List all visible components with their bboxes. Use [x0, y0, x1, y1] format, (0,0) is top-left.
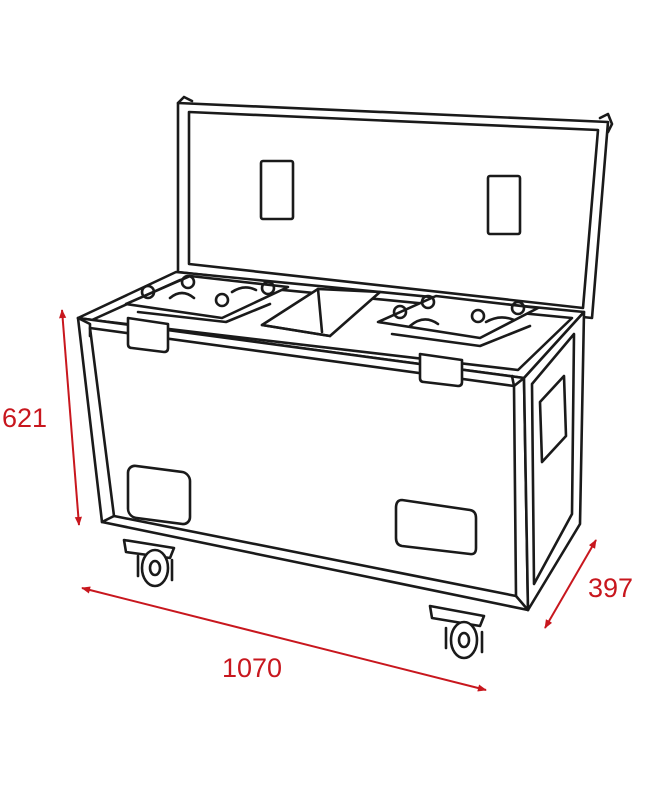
lid-foam-cutout-left [259, 159, 295, 221]
depth-dimension-label: 397 [588, 573, 634, 603]
latch-left [126, 316, 170, 354]
latch-right [418, 352, 464, 388]
clamp-left [124, 274, 290, 324]
depth-dimension-arrow [544, 539, 597, 629]
caster-wheel-left [122, 538, 176, 588]
front-handle-recess-left [126, 464, 192, 526]
front-handle-recess-right [394, 498, 478, 556]
case-lid [176, 95, 614, 320]
height-dimension-label: 621 [2, 403, 48, 433]
clamp-right [376, 294, 540, 348]
side-handle [538, 374, 568, 464]
width-dimension-arrow [81, 586, 487, 692]
caster-wheel-right [428, 604, 486, 660]
case-side-panel [522, 310, 586, 612]
width-dimension-label: 1070 [222, 653, 283, 683]
height-dimension-arrow [59, 309, 82, 526]
lid-foam-cutout-right [486, 174, 522, 236]
